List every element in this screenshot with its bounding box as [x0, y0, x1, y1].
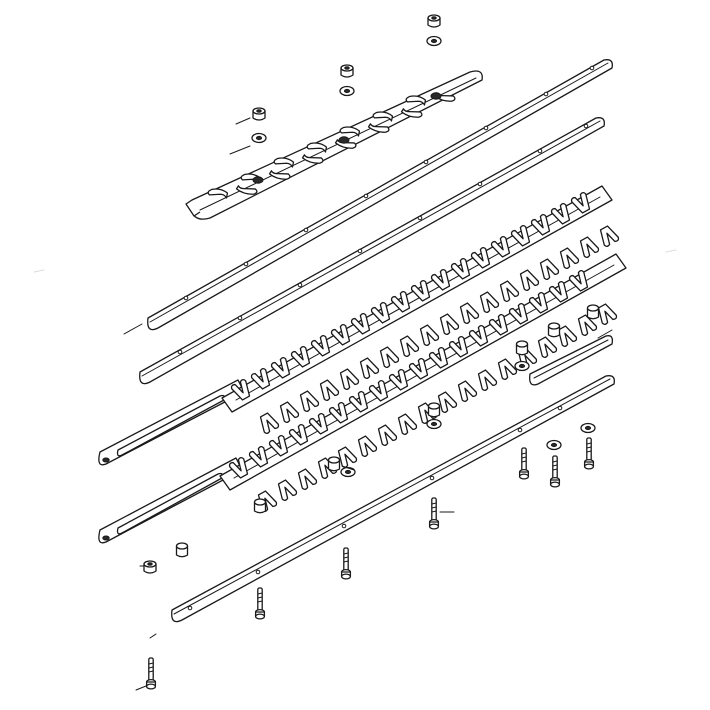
washer-icon — [514, 360, 530, 372]
bushing-icon — [586, 304, 600, 320]
bushing-icon — [427, 402, 441, 418]
bushing-icon — [175, 542, 189, 558]
blade-guide-bar — [185, 70, 483, 220]
washer-icon — [339, 85, 355, 97]
bushing-icon — [327, 456, 341, 472]
lower-clamp-strip — [139, 117, 605, 385]
nut-icon — [252, 107, 266, 121]
nut-icon — [143, 560, 157, 574]
bottom-strip — [171, 375, 615, 623]
nut-icon — [340, 64, 354, 78]
screw-icon — [145, 657, 157, 690]
screw-icon — [518, 447, 530, 480]
bushing-icon — [547, 322, 561, 338]
lower-cutter-blade — [98, 253, 627, 544]
screw-icon — [340, 547, 352, 580]
washer-icon — [580, 422, 596, 434]
short-plate — [529, 335, 614, 386]
screw-icon — [428, 497, 440, 530]
washer-icon — [426, 35, 442, 47]
screw-icon — [254, 587, 266, 620]
bushing-icon — [515, 340, 529, 356]
washer-icon — [251, 132, 267, 144]
bushing-icon — [253, 498, 267, 514]
washer-icon — [546, 439, 562, 451]
washer-icon — [340, 466, 356, 478]
nut-icon — [427, 14, 441, 28]
upper-clamp-strip — [147, 59, 613, 331]
screw-icon — [583, 437, 595, 470]
screw-icon — [549, 455, 561, 488]
washer-icon — [426, 418, 442, 430]
upper-cutter-blade — [98, 185, 620, 466]
